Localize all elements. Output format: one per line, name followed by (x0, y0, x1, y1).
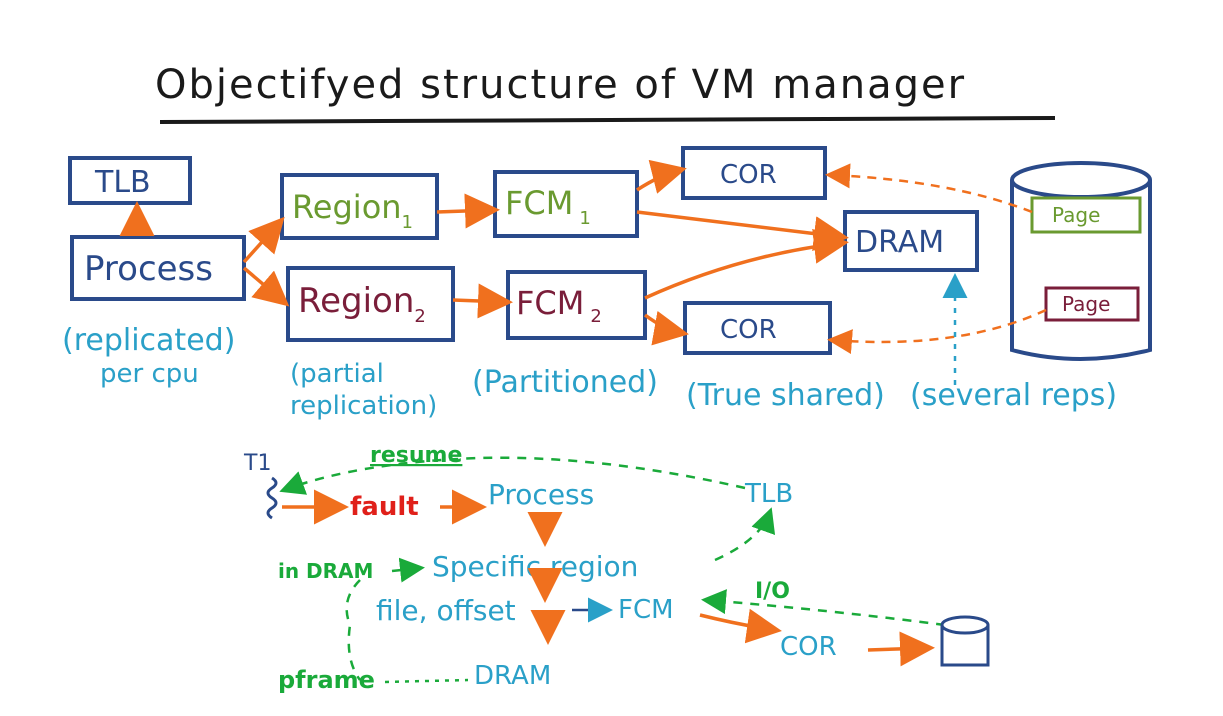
process-to-region1-arrow (242, 216, 285, 264)
fcm1-label: FCM 1 (505, 184, 591, 229)
note-true-shared: (True shared) (686, 378, 885, 413)
page-top-box (1030, 196, 1142, 234)
fcm2-name: FCM (516, 284, 584, 322)
flow-pframe: pframe (278, 666, 375, 694)
page-top-to-cor-top-arrow (825, 163, 1033, 214)
resume-arrow (279, 456, 746, 495)
fcm1-subscript: 1 (579, 208, 590, 229)
flow-thread-label: T1 (243, 451, 271, 476)
flow-io: I/O (755, 579, 790, 604)
note-partitioned: (Partitioned) (472, 365, 658, 400)
pframe-to-dram-line (384, 678, 469, 684)
fcm1-name: FCM (505, 184, 573, 222)
flow-fcm: FCM (618, 595, 674, 625)
flow-in-dram: in DRAM (278, 559, 373, 583)
disk-to-fcm-io-arrow (701, 589, 946, 627)
page-bottom-label: Page (1062, 292, 1110, 316)
tlb-label: TLB (94, 165, 151, 200)
region2-subscript: 2 (414, 306, 425, 327)
region2-to-fcm2-arrow (452, 283, 513, 319)
region1-label: Region1 (292, 188, 413, 233)
page-bottom-box (1044, 286, 1140, 322)
cor-to-disk-arrow (867, 631, 935, 667)
fcm2-label: FCM 2 (516, 284, 602, 327)
title-underline (159, 116, 1056, 124)
fcm1-to-cor-top-arrow (636, 159, 687, 194)
note-partial: (partial (290, 359, 384, 389)
in-dram-arrow (391, 557, 425, 583)
region1-to-fcm1-arrow (436, 193, 500, 229)
region2-label: Region2 (298, 281, 426, 327)
flow-tlb: TLB (744, 479, 793, 509)
process-to-region2-arrow (242, 266, 290, 307)
note-several-reps: (several reps) (910, 378, 1117, 413)
flow-resume: resume (370, 443, 462, 468)
region1-subscript: 1 (402, 212, 413, 233)
fcm-to-cor-arrow (699, 608, 782, 644)
dram-box (843, 210, 979, 272)
flow-cor: COR (780, 632, 837, 662)
note-replicated: (replicated) (62, 323, 235, 358)
process-box (70, 235, 246, 301)
fcm2-subscript: 2 (590, 306, 601, 327)
note-replication: replication) (290, 391, 437, 421)
region2-name: Region (298, 281, 414, 321)
region1-name: Region (292, 188, 402, 226)
region1-box (280, 173, 439, 240)
dram-label: DRAM (855, 225, 944, 260)
cor-top-box (681, 146, 827, 200)
region2-box (286, 266, 455, 342)
page-title: Objectifyed structure of VM manager (155, 62, 966, 108)
in-dram-loop (345, 579, 362, 681)
page-bottom-to-cor-bottom-arrow (827, 308, 1047, 355)
process-label: Process (84, 249, 213, 289)
flow-process: Process (488, 478, 594, 511)
flow-file-offset: file, offset (376, 594, 516, 627)
fcm2-to-dram-arrow (644, 228, 849, 300)
cor-bottom-label: COR (720, 315, 777, 345)
fcm1-to-dram-arrow (636, 210, 849, 251)
thread-squiggle (266, 476, 278, 520)
flow-fault: fault (350, 492, 419, 522)
fcm2-to-cor-bottom-arrow (643, 310, 689, 346)
disk-cylinder (1010, 161, 1152, 361)
flow-dram: DRAM (474, 661, 551, 691)
fcm2-box (506, 270, 647, 340)
cor-top-label: COR (720, 160, 777, 190)
page-top-label: Page (1052, 203, 1100, 227)
small-disk-icon (940, 615, 990, 667)
region-to-tlb-arrow (714, 507, 776, 562)
note-per-cpu: per cpu (100, 359, 199, 389)
flow-specific-region: Specific region (432, 550, 638, 583)
